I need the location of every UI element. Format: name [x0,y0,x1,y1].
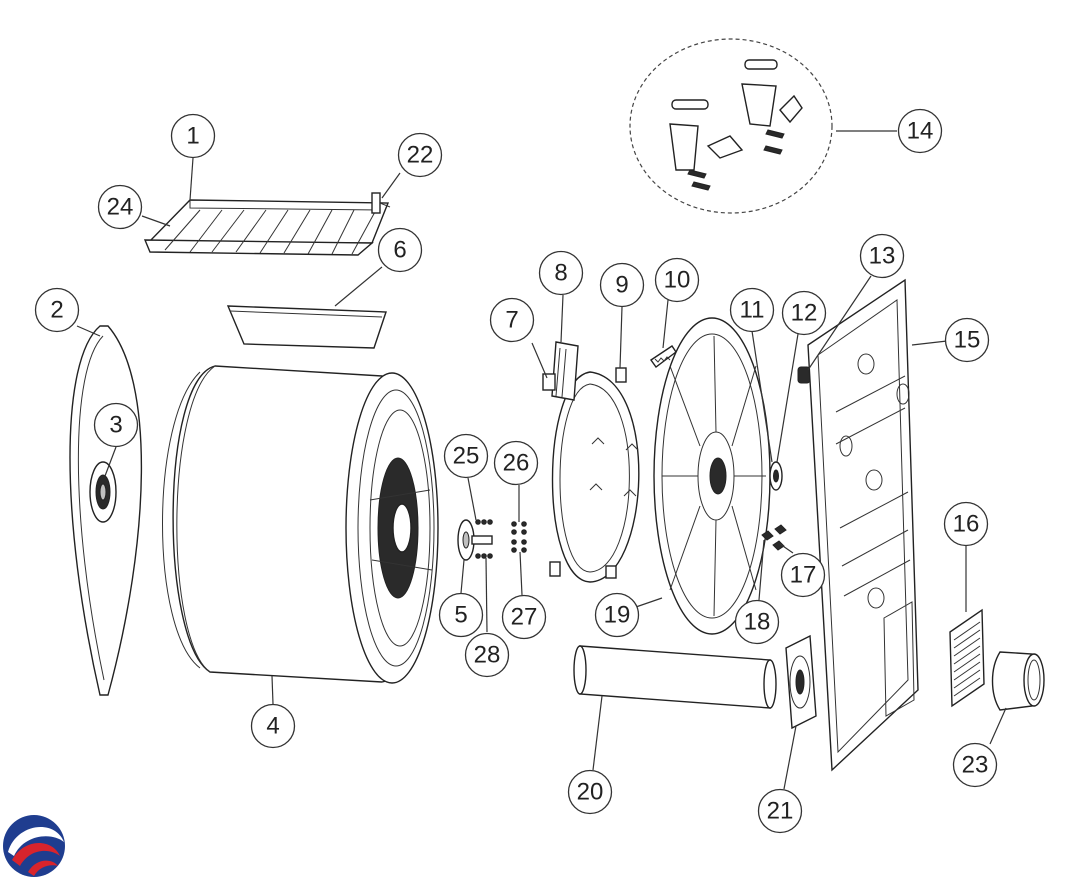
callout-8: 8 [538,250,584,296]
callout-4: 4 [250,703,296,749]
callout-label-28: 28 [474,642,501,669]
callout-5: 5 [438,592,484,638]
part-bulkhead [653,317,771,635]
part-duct-adapter [991,651,1045,711]
callout-label-12: 12 [791,300,818,327]
callout-3: 3 [93,402,139,448]
callout-label-22: 22 [407,142,434,169]
callout-label-25: 25 [453,443,480,470]
part-drum [162,365,439,684]
callout-label-7: 7 [505,307,518,334]
callout-label-10: 10 [664,267,691,294]
callout-2: 2 [34,287,80,333]
callout-label-27: 27 [511,604,538,631]
callout-label-1: 1 [186,123,199,150]
callout-14: 14 [897,108,943,154]
callout-25: 25 [443,433,489,479]
callout-20: 20 [567,769,613,815]
callout-label-16: 16 [953,511,980,538]
callout-label-4: 4 [266,713,279,740]
callout-28: 28 [464,632,510,678]
part-bulkhead-hardware [761,461,787,551]
callout-24: 24 [97,184,143,230]
callout-1: 1 [170,113,216,159]
part-heater-ring [542,341,677,583]
callout-label-8: 8 [554,260,567,287]
callout-9: 9 [599,262,645,308]
brand-logo [3,815,65,877]
callout-label-19: 19 [604,602,631,629]
callout-label-9: 9 [615,272,628,299]
part-shaft-assembly [457,519,527,561]
callout-6: 6 [377,227,423,273]
callout-27: 27 [501,594,547,640]
callout-label-26: 26 [503,450,530,477]
leader-lines [76,130,1007,790]
part-lint-tray [226,305,387,349]
callout-19: 19 [594,592,640,638]
callout-label-5: 5 [454,602,467,629]
part-rear-cover [69,325,143,696]
callout-label-21: 21 [767,798,794,825]
callout-label-18: 18 [744,609,771,636]
part-hinge-kit [629,38,833,214]
callout-22: 22 [397,132,443,178]
callout-label-2: 2 [50,297,63,324]
callout-15: 15 [944,317,990,363]
callout-label-24: 24 [107,194,134,221]
callout-label-3: 3 [109,412,122,439]
part-exhaust-pipe [573,645,777,709]
callout-label-23: 23 [962,752,989,779]
callout-label-15: 15 [954,327,981,354]
part-top-rack [143,192,391,256]
part-vent-grille [949,608,985,708]
callout-16: 16 [943,501,989,547]
callout-18: 18 [734,599,780,645]
callout-label-11: 11 [740,297,765,324]
callout-21: 21 [757,788,803,834]
callout-17: 17 [780,552,826,598]
callout-label-20: 20 [577,779,604,806]
part-rear-panel [807,278,919,772]
callout-12: 12 [781,290,827,336]
callout-10: 10 [654,257,700,303]
callout-11: 11 [729,287,775,333]
callout-label-6: 6 [393,237,406,264]
callout-23: 23 [952,742,998,788]
callouts: 1 2 3 4 5 6 7 8 9 10 11 12 13 14 15 16 1… [34,108,998,834]
callout-26: 26 [493,440,539,486]
callout-13: 13 [859,233,905,279]
callout-label-13: 13 [869,243,896,270]
callout-label-14: 14 [907,118,934,145]
part-duct-flange [785,634,817,730]
callout-7: 7 [489,297,535,343]
callout-label-17: 17 [790,562,817,589]
